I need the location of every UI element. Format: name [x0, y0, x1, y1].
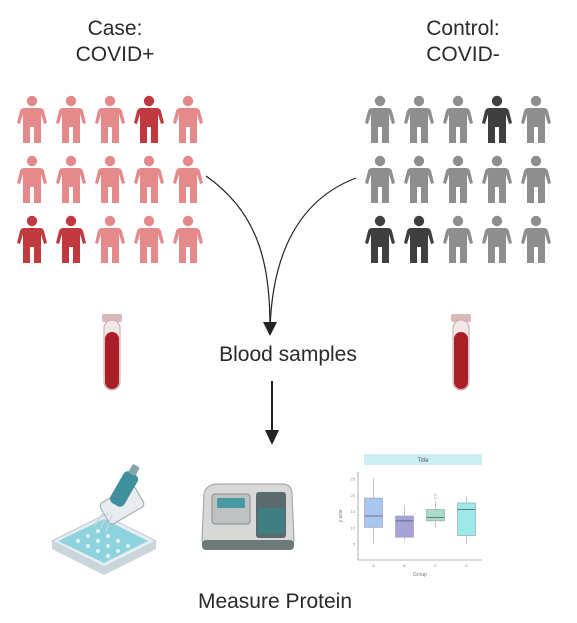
y-tick-label: 10 — [351, 525, 356, 530]
mini-chart-title-bar — [364, 454, 482, 465]
blood-tube-icon — [102, 314, 122, 391]
measure-arrowhead — [265, 430, 279, 445]
blood-tube-icon — [451, 314, 471, 391]
case-people-grid — [17, 95, 212, 275]
person-icon — [95, 155, 125, 203]
person-icon — [95, 95, 125, 143]
person-icon — [134, 155, 164, 203]
person-icon — [521, 155, 551, 203]
spectrophotometer-icon — [201, 483, 295, 550]
y-tick-label: 5 — [353, 542, 356, 547]
x-tick-label: C — [434, 563, 437, 568]
person-icon — [404, 95, 434, 143]
control-group-title: Control: COVID- — [388, 16, 538, 68]
case-to-blood-arrow — [205, 175, 271, 331]
control-to-blood-arrow — [269, 177, 357, 331]
person-icon — [173, 215, 203, 263]
boxplot-chart-icon: Title 5 10 15 20 25 A B C D y axis Group — [338, 454, 482, 578]
person-icon — [134, 215, 164, 263]
person-icon — [404, 215, 434, 263]
person-icon — [521, 95, 551, 143]
person-icon — [365, 215, 395, 263]
y-tick-label: 15 — [351, 509, 356, 514]
person-icon — [365, 95, 395, 143]
person-icon — [521, 215, 551, 263]
x-tick-label: A — [372, 563, 375, 568]
person-icon — [173, 155, 203, 203]
control-people-grid — [365, 95, 560, 275]
person-icon — [482, 95, 512, 143]
control-title-line2: COVID- — [426, 43, 500, 66]
person-icon — [56, 95, 86, 143]
mini-chart-ylabel: y axis — [338, 509, 344, 522]
person-icon — [134, 95, 164, 143]
y-tick-label: 25 — [351, 477, 356, 482]
person-icon — [365, 155, 395, 203]
mini-chart-title: Title — [417, 458, 429, 464]
person-icon — [56, 155, 86, 203]
y-tick-label: 20 — [351, 493, 356, 498]
person-icon — [17, 155, 47, 203]
person-icon — [482, 155, 512, 203]
pipette-plate-icon — [50, 464, 158, 575]
blood-samples-label: Blood samples — [219, 343, 357, 366]
x-tick-label: B — [403, 563, 406, 568]
case-group-title: Case: COVID+ — [40, 16, 190, 68]
control-title-line1: Control: — [426, 17, 500, 40]
mini-chart-xlabel: Group — [413, 572, 427, 578]
measure-protein-label: Measure Protein — [197, 590, 353, 613]
person-icon — [404, 155, 434, 203]
box-D — [457, 496, 476, 544]
person-icon — [173, 95, 203, 143]
person-icon — [17, 95, 47, 143]
person-icon — [443, 215, 473, 263]
person-icon — [95, 215, 125, 263]
person-icon — [17, 215, 47, 263]
merge-arrowhead — [263, 322, 277, 336]
box-B — [395, 504, 414, 541]
case-title-line1: Case: — [87, 17, 143, 40]
person-icon — [56, 215, 86, 263]
box-A — [364, 478, 383, 544]
case-title-line2: COVID+ — [75, 43, 155, 66]
box-C — [426, 493, 445, 528]
x-tick-label: D — [465, 563, 468, 568]
person-icon — [482, 215, 512, 263]
person-icon — [443, 155, 473, 203]
person-icon — [443, 95, 473, 143]
